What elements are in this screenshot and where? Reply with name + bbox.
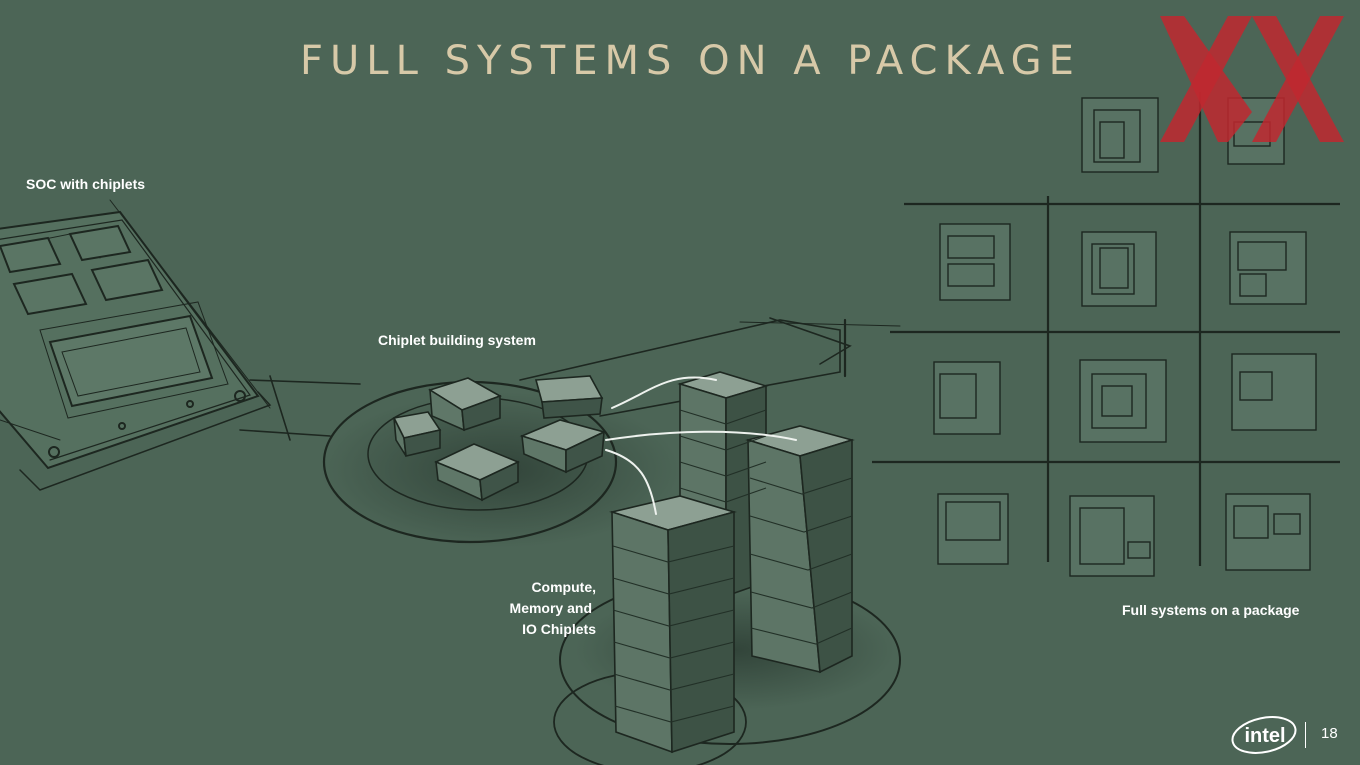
intel-logo: intel	[1231, 716, 1297, 754]
svg-text:intel: intel	[1244, 725, 1285, 747]
chiplet-towers-sketch	[553, 371, 901, 765]
page-title: FULL SYSTEMS ON A PACKAGE	[300, 38, 1081, 84]
chiplets-label-line-3: IO Chiplets	[522, 621, 596, 637]
soc-board-sketch	[0, 199, 272, 491]
chiplet-system-sketch	[320, 375, 680, 548]
soc-label: SOC with chiplets	[26, 176, 146, 192]
chiplets-label-line-1: Compute,	[531, 579, 596, 595]
xx-watermark-logo	[1160, 16, 1344, 142]
full-systems-label: Full systems on a package	[1122, 602, 1300, 618]
page-number: 18	[1321, 725, 1338, 742]
chiplet-system-label: Chiplet building system	[378, 332, 536, 348]
full-systems-grid-sketch	[872, 92, 1340, 577]
chiplets-label-line-2: Memory and	[509, 600, 592, 616]
logo-divider	[1305, 722, 1306, 748]
